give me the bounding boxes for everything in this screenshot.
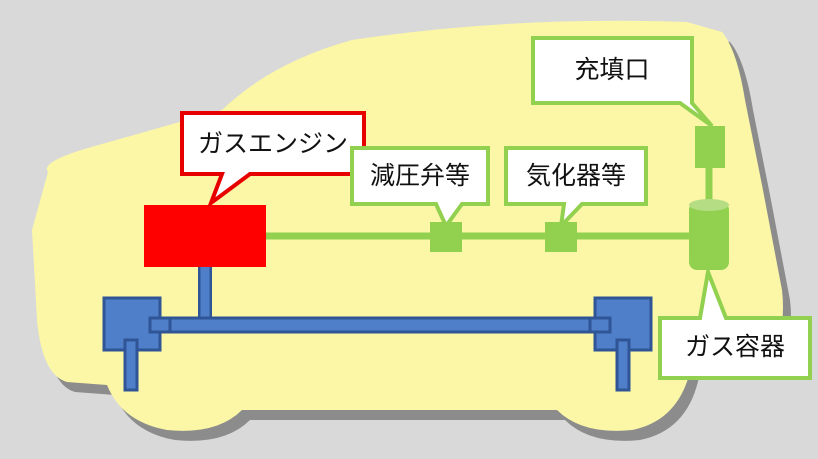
callout-gas-engine: ガスエンジン <box>180 111 366 209</box>
pressure-reducer-label: 減圧弁等 <box>370 161 470 190</box>
gas-container-top <box>689 199 729 211</box>
callout-vaporizer: 気化器等 <box>504 146 648 232</box>
gas-engine-label: ガスエンジン <box>198 129 348 158</box>
gas-container-label: ガス容器 <box>685 332 785 361</box>
filling-port-block <box>695 126 725 168</box>
rear-axle-hub <box>588 316 612 334</box>
rear-wheel-leg <box>615 338 631 392</box>
gas-engine-block <box>144 205 266 267</box>
callout-pressure-reducer: 減圧弁等 <box>350 146 490 230</box>
callout-filling-port: 充填口 <box>531 36 714 128</box>
front-axle-hub <box>148 316 172 334</box>
front-wheel-leg <box>123 338 139 392</box>
gas-container-cylinder <box>689 202 729 270</box>
chassis-bar <box>148 316 622 334</box>
filling-port-label: 充填口 <box>574 55 649 84</box>
vaporizer-label: 気化器等 <box>526 161 626 190</box>
callout-gas-container: ガス容器 <box>658 264 812 380</box>
